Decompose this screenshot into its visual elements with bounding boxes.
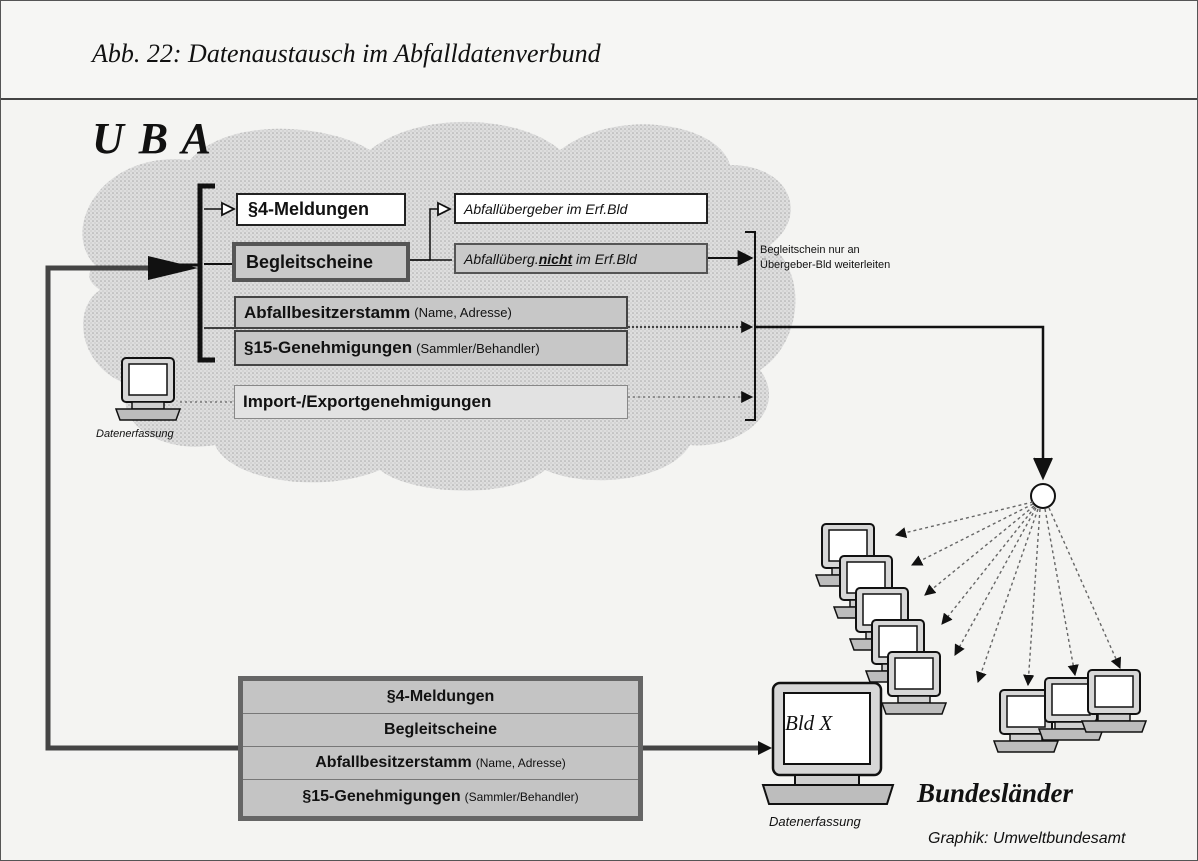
- caption-datenerfassung-uba: Datenerfassung: [96, 428, 174, 440]
- table-row-sub: (Name, Adresse): [475, 756, 566, 770]
- box-meldungen: §4-Meldungen: [236, 193, 406, 226]
- table-row: Begleitscheine: [243, 714, 638, 747]
- bld-x-label: Bld X: [785, 711, 833, 735]
- box-nicht-word: nicht: [538, 250, 573, 267]
- figure-title: Abb. 22: Datenaustausch im Abfalldatenve…: [92, 39, 601, 68]
- table-row-sub: (Sammler/Behandler): [464, 789, 579, 804]
- bld-x-terminal-icon: [761, 681, 895, 805]
- begleitschein-note: Begleitschein nur an Übergeber-Bld weite…: [760, 243, 890, 273]
- box-nicht-post: im Erf.Bld: [572, 250, 637, 267]
- table-row-label: §4-Meldungen: [386, 688, 495, 705]
- table-row-label: Abfallbesitzerstamm: [315, 754, 472, 771]
- box-begleitscheine-label: Begleitscheine: [246, 251, 374, 272]
- box-uebergeber-nicht-im-bld: Abfallüberg.nicht im Erf.Bld: [454, 243, 708, 274]
- figure-header: Abb. 22: Datenaustausch im Abfalldatenve…: [1, 1, 1197, 100]
- box-nicht-pre: Abfallüberg.: [464, 250, 539, 267]
- table-row: §4-Meldungen: [243, 681, 638, 714]
- box-abfallbesitzerstamm-sub: (Name, Adresse): [414, 305, 512, 320]
- note-line-1: Begleitschein nur an: [760, 244, 860, 256]
- box-abfallbesitzerstamm: Abfallbesitzerstamm(Name, Adresse): [234, 296, 628, 329]
- note-line-2: Übergeber-Bld weiterleiten: [760, 259, 891, 271]
- feedback-loop-line: [45, 256, 238, 751]
- box-genehmigungen-sub: (Sammler/Behandler): [416, 340, 540, 356]
- junction-circle-icon: [1030, 483, 1056, 509]
- table-row: §15-Genehmigungen(Sammler/Behandler): [243, 780, 638, 813]
- box-genehmigungen-label: §15-Genehmigungen: [244, 338, 413, 357]
- box-import-export: Import-/Exportgenehmigungen: [234, 385, 628, 419]
- bundeslaender-label: Bundesländer: [917, 778, 1074, 808]
- bld-terminal-icon-8: [1081, 669, 1147, 733]
- distribution-arrows: [894, 501, 1122, 687]
- box-meldungen-label: §4-Meldungen: [248, 199, 370, 219]
- graphic-credit: Graphik: Umweltbundesamt: [928, 830, 1126, 847]
- bld-terminal-icon-5: [881, 651, 947, 715]
- bottom-data-table: §4-Meldungen Begleitscheine Abfallbesitz…: [238, 676, 643, 821]
- table-row-label: §15-Genehmigungen: [302, 787, 461, 805]
- box-abfallbesitzerstamm-label: Abfallbesitzerstamm: [244, 302, 411, 322]
- uba-title: U B A: [92, 114, 213, 163]
- box-begleitscheine: Begleitscheine: [232, 242, 410, 282]
- box-import-export-label: Import-/Exportgenehmigungen: [243, 392, 492, 411]
- box-genehmigungen: §15-Genehmigungen(Sammler/Behandler): [234, 330, 628, 366]
- connector-to-junction: [755, 325, 1053, 481]
- link-arrowhead: [758, 741, 772, 755]
- caption-datenerfassung-bld: Datenerfassung: [769, 814, 861, 829]
- uba-terminal-icon: [115, 357, 181, 421]
- table-row: Abfallbesitzerstamm(Name, Adresse): [243, 747, 638, 780]
- table-row-label: Begleitscheine: [384, 721, 497, 738]
- begleitscheine-branch: [410, 209, 452, 261]
- box-uebergeber-im-bld: Abfallübergeber im Erf.Bld: [454, 193, 708, 224]
- left-bracket: [197, 183, 215, 363]
- box-uebergeber-im-bld-label: Abfallübergeber im Erf.Bld: [464, 200, 628, 217]
